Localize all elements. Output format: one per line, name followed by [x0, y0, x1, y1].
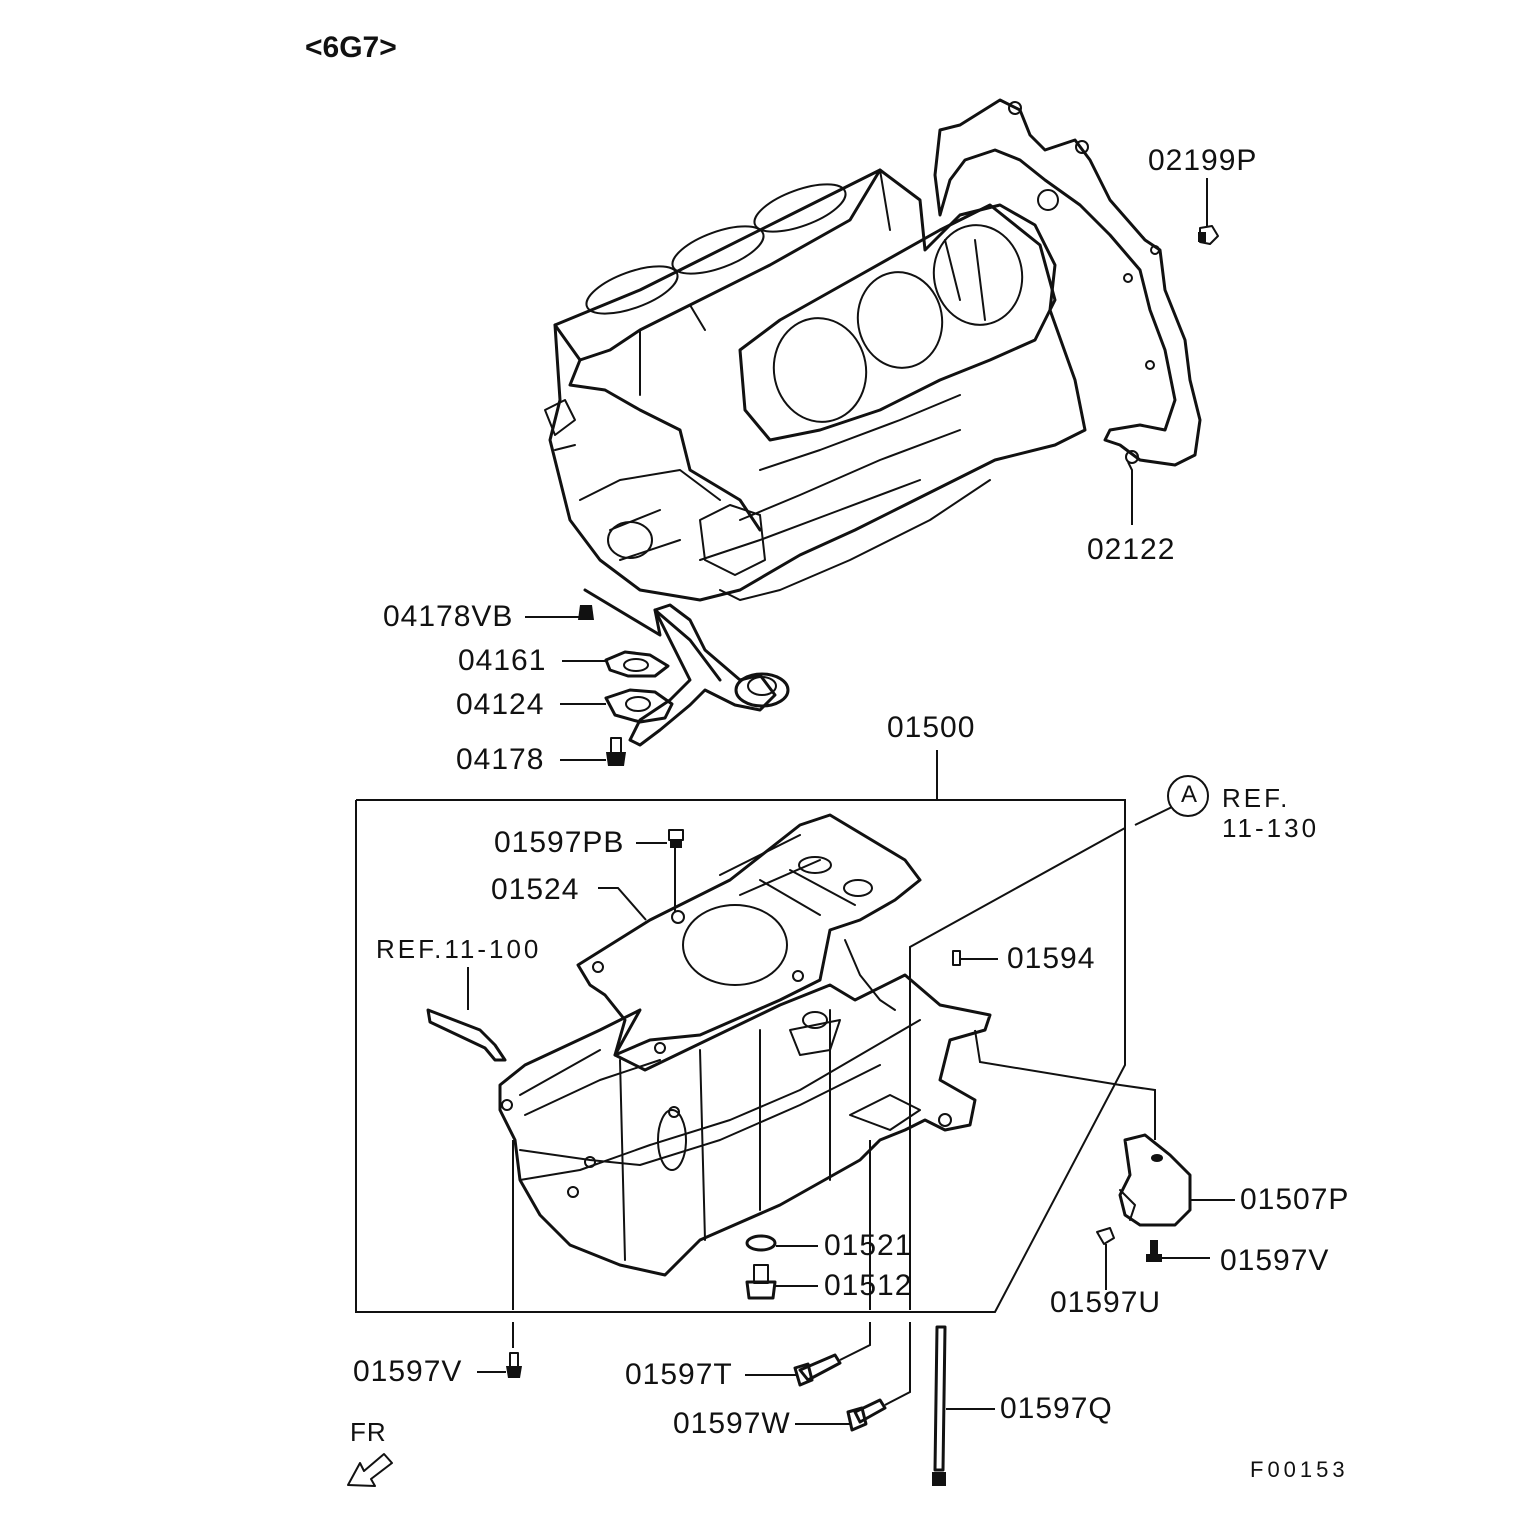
- washer-01521-illustration: [745, 1234, 777, 1252]
- part-label-01594[interactable]: 01594: [1007, 942, 1096, 975]
- cover-01507P-illustration: [1118, 1133, 1192, 1227]
- part-label-01597W[interactable]: 01597W: [673, 1407, 791, 1440]
- figure-code: F00153: [1250, 1457, 1349, 1482]
- callout-ref-line-1[interactable]: REF.: [1222, 783, 1291, 813]
- bolt-02199P-illustration: [1198, 225, 1219, 245]
- bolt-01597W-illustration: [846, 1398, 887, 1432]
- part-label-02122[interactable]: 02122: [1087, 533, 1176, 566]
- callout-ref-line-2[interactable]: 11-130: [1222, 813, 1320, 843]
- part-label-02199P[interactable]: 02199P: [1148, 144, 1258, 177]
- part-label-01521[interactable]: 01521: [824, 1229, 913, 1262]
- part-label-01524[interactable]: 01524: [491, 873, 580, 906]
- engine-variant-label: <6G7>: [305, 31, 397, 64]
- sealant-ref-label[interactable]: REF.11-100: [376, 934, 542, 964]
- leader-lines: [355, 178, 1235, 1425]
- oil-pan-illustration: [426, 813, 992, 1277]
- plug-01597PB-illustration: [668, 829, 684, 848]
- part-label-01597V-right[interactable]: 01597V: [1220, 1244, 1330, 1277]
- callout-letter: A: [1181, 781, 1199, 808]
- part-label-01597U[interactable]: 01597U: [1050, 1286, 1162, 1319]
- part-label-04178[interactable]: 04178: [456, 743, 545, 776]
- bolt-01597T-illustration: [793, 1353, 842, 1387]
- bolt-01597V-left-illustration: [506, 1352, 522, 1378]
- pin-01594-illustration: [952, 950, 961, 966]
- part-label-04178VB[interactable]: 04178VB: [383, 600, 514, 633]
- stud-01597Q-illustration: [932, 1325, 947, 1486]
- part-label-01597T[interactable]: 01597T: [625, 1358, 733, 1391]
- callout-circle: [1167, 775, 1209, 817]
- part-label-01500[interactable]: 01500: [887, 711, 976, 744]
- part-label-04124[interactable]: 04124: [456, 688, 545, 721]
- bolt-04178VB-illustration: [578, 605, 594, 620]
- bolt-01597U-illustration: [1096, 1227, 1115, 1245]
- part-label-01597PB[interactable]: 01597PB: [494, 826, 625, 859]
- front-direction-arrow-icon: [347, 1453, 393, 1487]
- part-label-01512[interactable]: 01512: [824, 1269, 913, 1302]
- part-label-01597V-left[interactable]: 01597V: [353, 1355, 463, 1388]
- oil-strainer-illustration: [583, 588, 790, 747]
- front-direction-label: FR: [350, 1417, 387, 1447]
- bolt-01597V-right-illustration: [1146, 1240, 1162, 1262]
- flange-04124-illustration: [604, 688, 674, 724]
- part-label-01507P[interactable]: 01507P: [1240, 1183, 1350, 1216]
- gasket-04161-illustration: [604, 650, 670, 678]
- plug-01512-illustration: [745, 1264, 777, 1300]
- bolt-04178-illustration: [606, 737, 626, 766]
- engine-block-illustration: [544, 168, 1087, 602]
- rear-plate-illustration: [933, 98, 1202, 467]
- part-label-01597Q[interactable]: 01597Q: [1000, 1392, 1113, 1425]
- part-label-04161[interactable]: 04161: [458, 644, 547, 677]
